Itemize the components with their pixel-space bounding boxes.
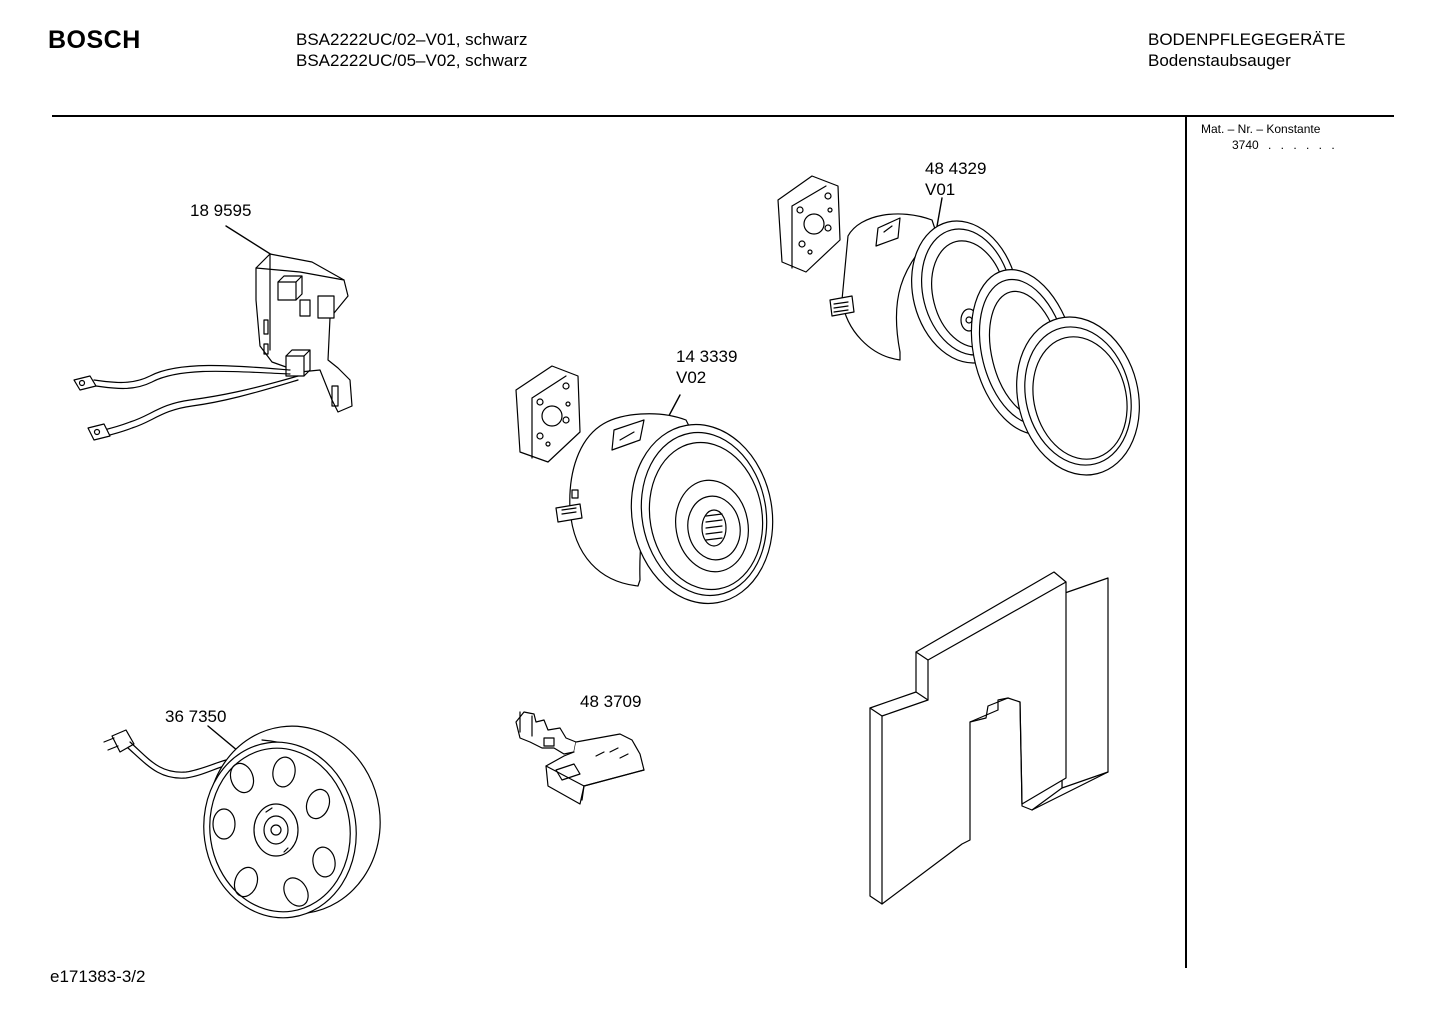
- model-line-1: BSA2222UC/02–V01, schwarz: [296, 30, 528, 49]
- material-number-value: 3740: [1232, 138, 1259, 152]
- motor-v01-part[interactable]: [778, 176, 1156, 488]
- part-number-label: 14 3339: [676, 347, 738, 366]
- part-number-label: 48 3709: [580, 692, 642, 711]
- part-variant-label: V01: [925, 180, 956, 199]
- brand-logo: BOSCH: [48, 26, 141, 54]
- header-divider: [52, 115, 1394, 117]
- material-number-dots: . . . . . .: [1268, 138, 1338, 152]
- part-number-label: 36 7350: [165, 707, 227, 726]
- switch-bracket-part[interactable]: [74, 226, 352, 440]
- subcategory-title: Bodenstaubsauger: [1148, 51, 1291, 70]
- motor-v02-part[interactable]: [516, 366, 787, 615]
- button-bracket-part[interactable]: [516, 712, 644, 804]
- model-line-2: BSA2222UC/05–V02, schwarz: [296, 51, 528, 70]
- sidebar-divider: [1185, 116, 1187, 968]
- document-reference: e171383-3/2: [50, 967, 146, 986]
- part-variant-label: V02: [676, 368, 707, 387]
- cable-reel-part[interactable]: [104, 715, 392, 928]
- material-number-label: Mat. – Nr. – Konstante: [1201, 122, 1321, 136]
- category-title: BODENPFLEGEGERÄTE: [1148, 30, 1346, 49]
- part-number-label: 48 4329: [925, 159, 987, 178]
- filter-pad-part[interactable]: [870, 572, 1108, 904]
- part-number-label: 18 9595: [190, 201, 252, 220]
